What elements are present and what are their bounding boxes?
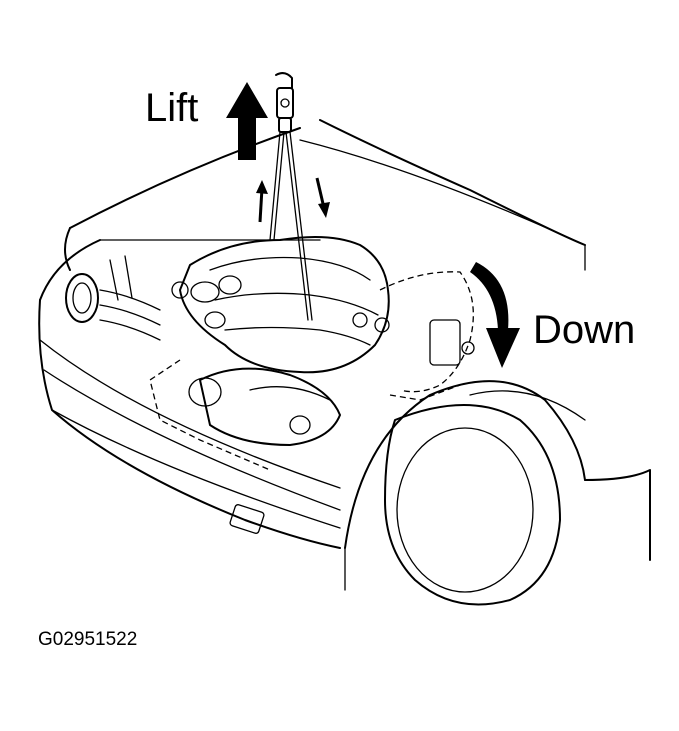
headlight (65, 273, 99, 323)
hood-outline (64, 119, 586, 271)
figure-id: G02951522 (38, 629, 138, 650)
lift-chains (269, 131, 313, 321)
lift-label: Lift (145, 86, 199, 130)
hoist-hook-icon (275, 72, 294, 133)
transmission-outline (149, 271, 475, 471)
curved-down-arrow-icon (470, 262, 520, 368)
fender-and-wheel (344, 380, 651, 606)
grille (99, 255, 161, 341)
small-down-arrow-icon (315, 177, 330, 218)
down-label: Down (533, 308, 636, 352)
engine-block (171, 235, 390, 446)
front-bumper (38, 239, 341, 549)
small-up-arrow-icon (256, 180, 268, 223)
thick-up-arrow-icon (226, 82, 268, 160)
